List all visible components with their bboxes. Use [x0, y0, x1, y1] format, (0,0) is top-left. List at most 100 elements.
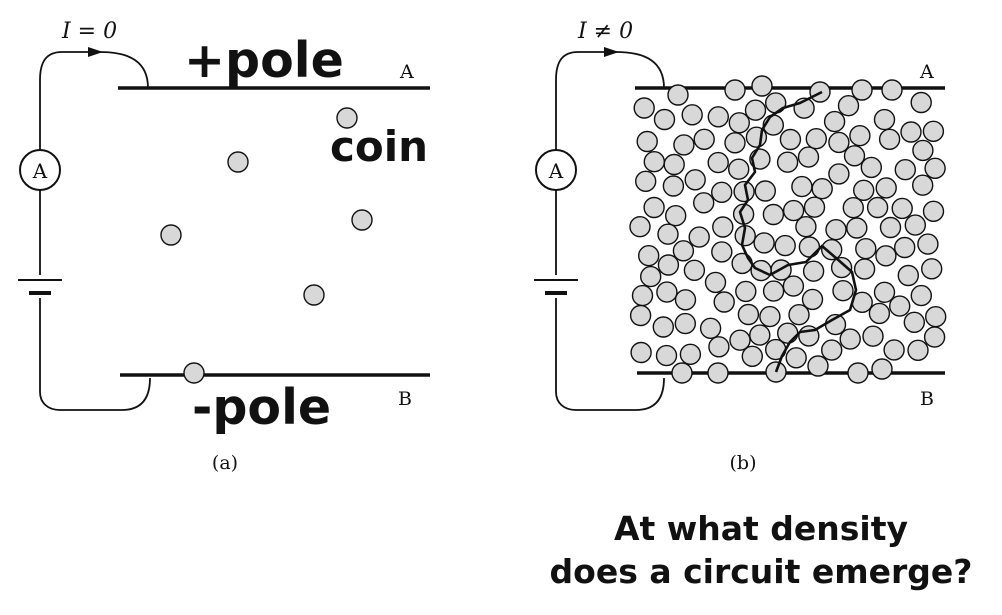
coin: [160, 224, 182, 246]
coin: [724, 79, 746, 101]
coin: [875, 245, 897, 267]
panel-b-conducting-path: [738, 90, 858, 373]
coin: [227, 151, 249, 173]
coin: [853, 179, 875, 202]
coin: [832, 280, 854, 302]
coin: [749, 324, 771, 346]
coin: [779, 128, 802, 151]
coin: [737, 303, 760, 326]
coin: [842, 196, 864, 219]
coin: [643, 150, 665, 173]
coin: [640, 265, 662, 288]
coin: [849, 124, 871, 147]
coin: [837, 94, 860, 117]
coin: [875, 177, 897, 199]
coin: [862, 325, 884, 347]
panel-b-caption: (b): [730, 452, 757, 474]
coin: [652, 316, 674, 338]
coin: [633, 97, 655, 119]
question-caption: At what density does a circuit emerge?: [520, 508, 1002, 594]
coin: [711, 241, 733, 263]
panel-b-plate-bottom-label: B: [920, 388, 934, 410]
coin: [762, 280, 785, 302]
panel-a-ammeter: [19, 149, 61, 191]
coin: [910, 91, 932, 114]
coin: [878, 128, 901, 151]
coin: [788, 304, 810, 326]
coin: [704, 271, 727, 294]
coin: [744, 99, 767, 121]
coin: [753, 232, 775, 254]
coin: [754, 180, 776, 202]
coin: [728, 112, 750, 134]
coin: [803, 196, 826, 218]
coin: [631, 284, 654, 307]
coin: [922, 200, 945, 223]
coin: [674, 312, 696, 335]
coin: [923, 326, 946, 348]
coin: [846, 217, 868, 239]
coin: [821, 238, 843, 261]
coin: [672, 240, 695, 262]
coin: [801, 288, 824, 311]
coin: [868, 302, 891, 325]
coin: [873, 108, 896, 131]
panel-a-coins: [160, 107, 373, 384]
coin: [873, 281, 896, 303]
coin: [671, 362, 693, 384]
coin: [774, 234, 796, 257]
coin: [183, 362, 205, 384]
coin: [336, 107, 358, 129]
coin: [805, 127, 827, 150]
coin: [759, 305, 781, 328]
coin: [807, 355, 829, 377]
coin: [847, 362, 869, 384]
coin: [662, 175, 685, 197]
coin: [681, 104, 703, 126]
coin: [791, 175, 813, 198]
coin: [910, 284, 932, 307]
coin: [907, 339, 929, 361]
positive-pole-label: +pole: [184, 32, 344, 89]
coin: [860, 156, 882, 179]
coin: [879, 216, 902, 239]
coin: [711, 181, 733, 204]
coin: [656, 281, 678, 303]
coin: [351, 209, 373, 231]
coin: [707, 362, 729, 384]
coin: [811, 177, 833, 200]
coin: [688, 226, 710, 248]
coin: [674, 289, 697, 311]
coin: [912, 174, 934, 196]
coin: [828, 163, 850, 185]
panel-b-current-label: I ≠ 0: [577, 19, 633, 44]
coin: [797, 146, 820, 168]
panel-a: [18, 47, 430, 411]
coin: [683, 259, 706, 281]
coin: [684, 169, 706, 191]
coin: [821, 339, 843, 361]
coin: [917, 233, 939, 255]
coin: [735, 280, 757, 303]
coin: [663, 153, 685, 176]
coin: [699, 317, 722, 339]
coin: [708, 336, 730, 358]
coin: [798, 236, 821, 258]
coin: [657, 254, 680, 276]
coin: [912, 139, 934, 162]
coin: [741, 345, 763, 367]
coin: [843, 145, 866, 167]
panel-a-current-arrow: [88, 47, 103, 57]
coin: [921, 258, 943, 280]
coin: [665, 204, 687, 227]
coin: [731, 252, 753, 275]
coin: [782, 199, 805, 222]
negative-pole-label: -pole: [192, 379, 332, 436]
panel-b-ammeter-label: A: [548, 159, 564, 183]
coin: [707, 106, 729, 128]
coin: [889, 295, 911, 317]
panel-b-ammeter: [535, 149, 577, 191]
panel-b-current-arrow: [604, 47, 619, 57]
